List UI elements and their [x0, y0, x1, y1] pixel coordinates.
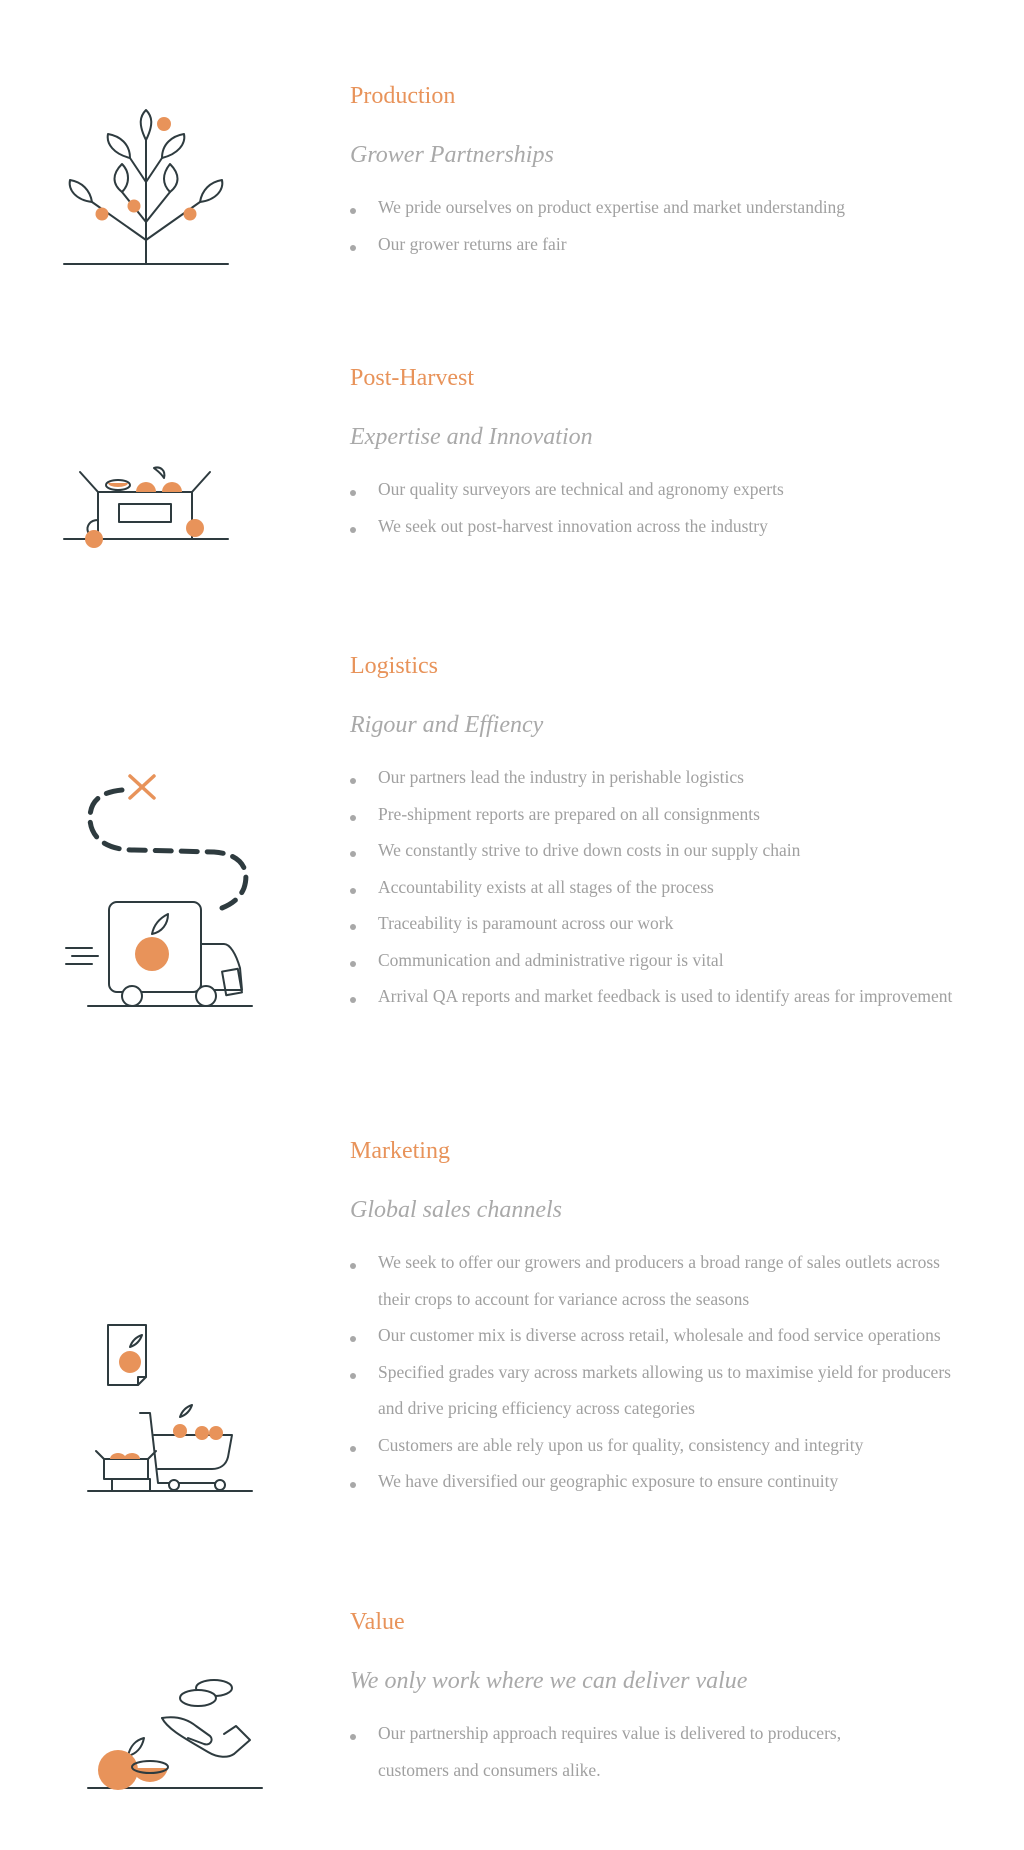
section-heading: Logistics — [350, 653, 438, 679]
list-item: Arrival QA reports and market feedback i… — [350, 978, 990, 1015]
delivery-truck-icon — [64, 774, 264, 1007]
list-item: Our partnership approach requires value … — [350, 1715, 870, 1788]
section-subheading: Expertise and Innovation — [350, 424, 593, 450]
bullet-list: We pride ourselves on product expertise … — [350, 189, 990, 262]
section-subheading: Rigour and Effiency — [350, 712, 544, 738]
bullet-list: Our partners lead the industry in perish… — [350, 759, 990, 1015]
list-item: Our customer mix is diverse across retai… — [350, 1317, 970, 1354]
list-item: We seek out post-harvest innovation acro… — [350, 508, 990, 545]
section-content: Value We only work where we can deliver … — [350, 1606, 990, 1788]
produce-box-icon — [63, 466, 234, 548]
bullet-list: We seek to offer our growers and produce… — [350, 1244, 970, 1500]
list-item: Customers are able rely upon us for qual… — [350, 1427, 970, 1464]
shopping-cart-icon — [87, 1324, 258, 1495]
section-content: Post-Harvest Expertise and Innovation Ou… — [350, 362, 990, 544]
list-item: We constantly strive to drive down costs… — [350, 832, 990, 869]
hand-coins-icon — [87, 1676, 268, 1791]
list-item: Our quality surveyors are technical and … — [350, 471, 990, 508]
list-item: Specified grades vary across markets all… — [350, 1354, 970, 1427]
list-item: We pride ourselves on product expertise … — [350, 189, 990, 226]
list-item: Communication and administrative rigour … — [350, 942, 990, 979]
plant-icon — [63, 109, 234, 265]
bullet-list: Our partnership approach requires value … — [350, 1715, 870, 1788]
list-item: Pre-shipment reports are prepared on all… — [350, 796, 990, 833]
section-heading: Post-Harvest — [350, 365, 474, 391]
list-item: Accountability exists at all stages of t… — [350, 869, 990, 906]
section-subheading: Global sales channels — [350, 1197, 562, 1223]
section-heading: Production — [350, 83, 456, 109]
section-subheading: We only work where we can deliver value — [350, 1668, 748, 1694]
section-heading: Value — [350, 1609, 405, 1635]
section-content: Logistics Rigour and Effiency Our partne… — [350, 650, 990, 1015]
list-item: Traceability is paramount across our wor… — [350, 905, 990, 942]
section-subheading: Grower Partnerships — [350, 142, 554, 168]
list-item: Our grower returns are fair — [350, 226, 990, 263]
list-item: We seek to offer our growers and produce… — [350, 1244, 970, 1317]
list-item: Our partners lead the industry in perish… — [350, 759, 990, 796]
section-content: Marketing Global sales channels We seek … — [350, 1135, 990, 1500]
bullet-list: Our quality surveyors are technical and … — [350, 471, 990, 544]
list-item: We have diversified our geographic expos… — [350, 1463, 970, 1500]
section-heading: Marketing — [350, 1138, 450, 1164]
section-content: Production Grower Partnerships We pride … — [350, 80, 990, 262]
